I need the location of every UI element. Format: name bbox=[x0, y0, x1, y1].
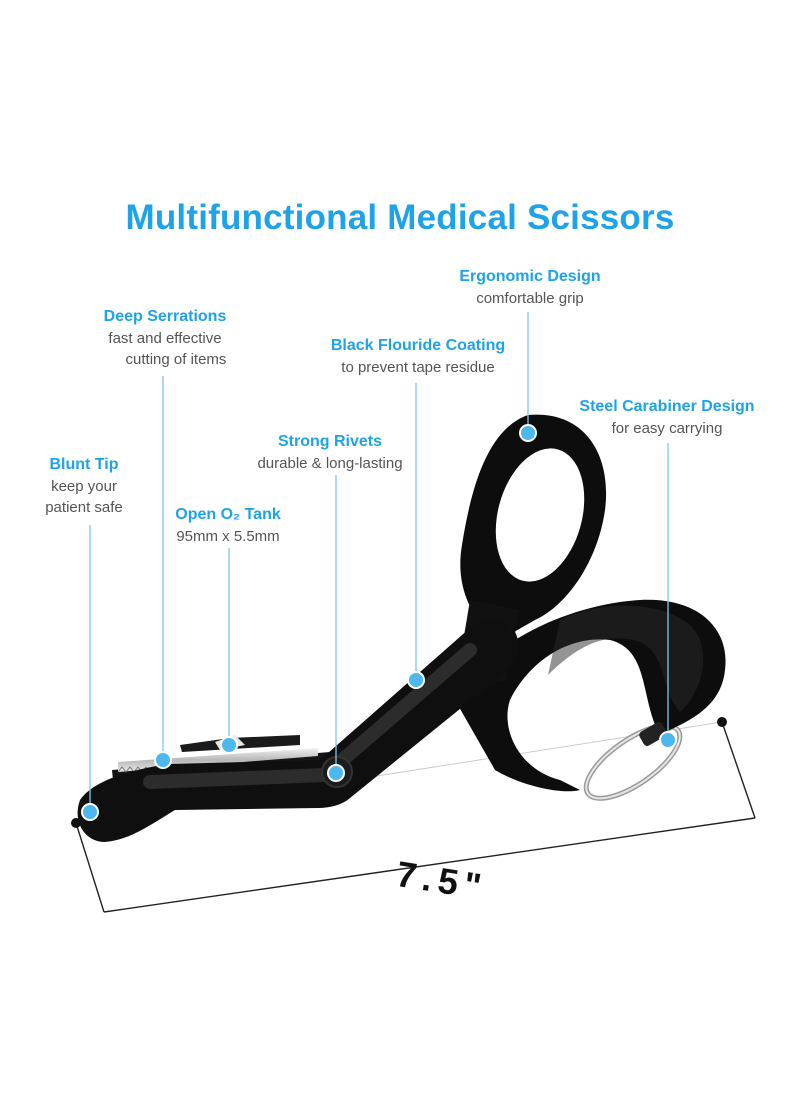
feature-desc: for easy carrying bbox=[611, 420, 723, 437]
feature-desc: fast and effective bbox=[108, 330, 222, 347]
feature-strong-rivets: Strong Rivets durable & long-lasting bbox=[230, 433, 430, 474]
upper-blade bbox=[77, 619, 519, 842]
feature-heading: Strong Rivets bbox=[277, 433, 382, 450]
feature-desc: durable & long-lasting bbox=[257, 455, 403, 472]
feature-deep-serrations: Deep Serrations fast and effective cutti… bbox=[65, 308, 265, 370]
carabiner-ring bbox=[583, 723, 683, 801]
feature-black-flouride-coating: Black Flouride Coating to prevent tape r… bbox=[308, 337, 528, 378]
lower-handle bbox=[455, 599, 726, 792]
feature-desc: comfortable grip bbox=[476, 290, 584, 307]
leader-lines bbox=[89, 312, 669, 812]
feature-heading: Deep Serrations bbox=[103, 308, 227, 325]
feature-heading: Open O₂ Tank bbox=[175, 506, 281, 523]
feature-ergonomic-design: Ergonomic Design comfortable grip bbox=[430, 268, 630, 309]
callout-dots bbox=[81, 424, 677, 821]
page-title: Multifunctional Medical Scissors bbox=[125, 198, 675, 237]
feature-desc: to prevent tape residue bbox=[341, 359, 495, 376]
feature-heading: Steel Carabiner Design bbox=[579, 398, 755, 415]
feature-heading: Black Flouride Coating bbox=[330, 337, 506, 354]
feature-desc: keep your bbox=[51, 478, 117, 495]
feature-desc: cutting of items bbox=[125, 351, 227, 368]
feature-open-o2-tank: Open O₂ Tank 95mm x 5.5mm bbox=[138, 506, 318, 547]
feature-heading: Ergonomic Design bbox=[459, 268, 601, 285]
feature-blunt-tip: Blunt Tip keep your patient safe bbox=[24, 456, 144, 518]
feature-steel-carabiner-design: Steel Carabiner Design for easy carrying bbox=[562, 398, 772, 439]
feature-desc: 95mm x 5.5mm bbox=[176, 528, 280, 545]
feature-heading: Blunt Tip bbox=[49, 456, 119, 473]
feature-desc: patient safe bbox=[45, 499, 123, 516]
